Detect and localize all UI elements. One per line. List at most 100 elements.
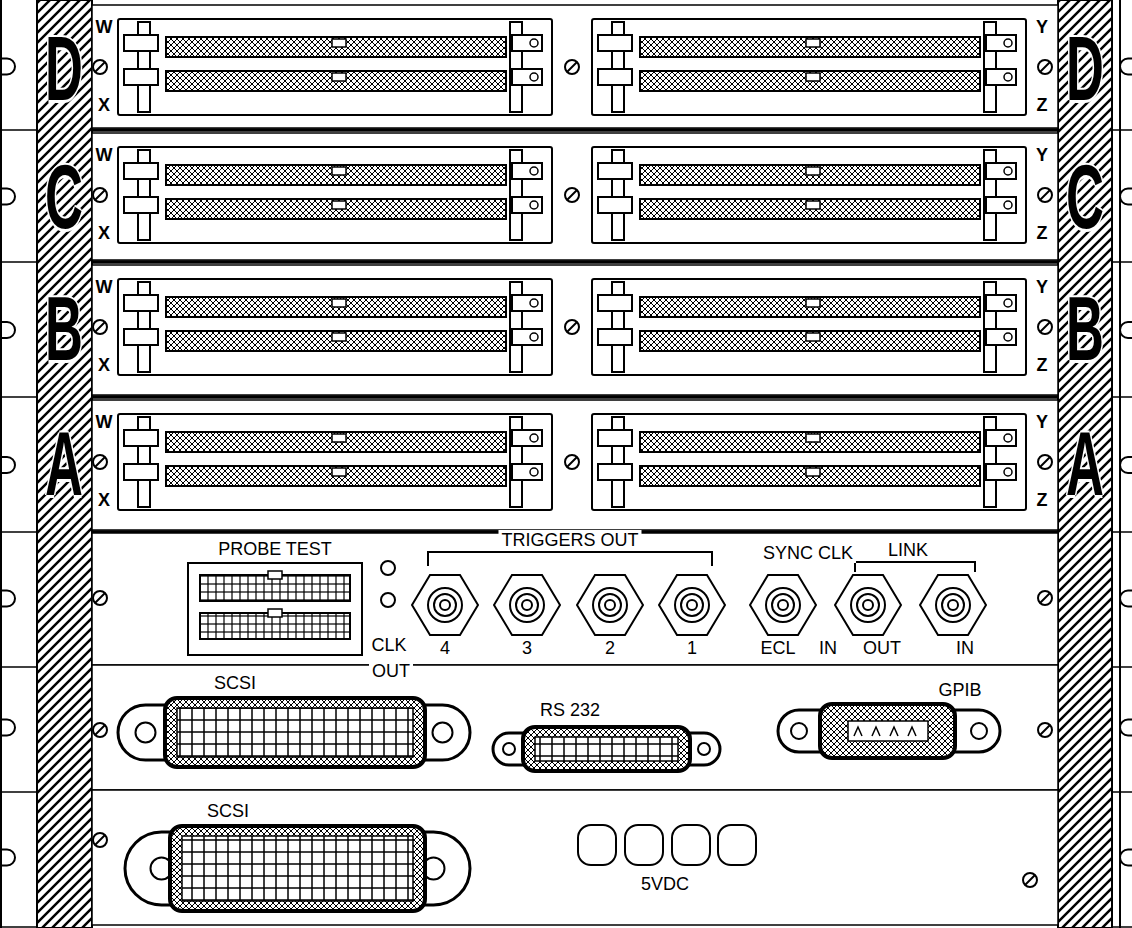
socket-key — [806, 73, 820, 81]
pod-connector-frame — [592, 147, 1026, 243]
bnc-ring — [599, 594, 621, 616]
pod-connector-frame — [592, 279, 1026, 375]
power-led — [672, 825, 710, 865]
pod-label: Y — [1035, 413, 1049, 431]
screw-slot — [95, 62, 105, 72]
bnc-pin — [605, 600, 615, 610]
latch-tab — [986, 430, 1016, 446]
latch-tab — [986, 163, 1016, 179]
probe-socket — [640, 199, 980, 219]
rack-notch — [1, 189, 15, 205]
latch-tab — [598, 329, 632, 345]
screw-slot — [1025, 875, 1035, 885]
panel-screw — [93, 188, 107, 202]
screw-slot — [95, 457, 105, 467]
latch-tab — [986, 464, 1016, 480]
module-letter: C — [45, 152, 83, 243]
rack-notch — [1120, 322, 1132, 338]
latch-pin — [1004, 201, 1012, 209]
latch-tab — [512, 35, 542, 51]
bnc-body — [428, 588, 462, 622]
pod-label: Y — [1035, 146, 1049, 164]
panel-label: IN — [953, 638, 977, 658]
panel-label: IN — [816, 638, 840, 658]
rack-notch — [1120, 189, 1132, 205]
socket-key — [332, 299, 346, 307]
socket-key — [332, 73, 346, 81]
latch-tab — [124, 35, 158, 51]
bnc-pin — [687, 600, 697, 610]
module-letter: C — [1066, 152, 1104, 243]
latch-tab — [124, 464, 158, 480]
latch-pin — [1004, 333, 1012, 341]
rack-notch — [1120, 59, 1132, 75]
probe-socket — [166, 297, 506, 317]
latch-tab — [512, 295, 542, 311]
pod-label: X — [97, 356, 111, 374]
latch-pin — [1004, 167, 1012, 175]
socket-key — [332, 167, 346, 175]
latch-pin — [530, 299, 538, 307]
header-key — [268, 609, 282, 617]
pod-label: Z — [1036, 491, 1049, 509]
rack-notch — [1, 850, 15, 866]
socket-key — [806, 167, 820, 175]
pod-label: W — [95, 413, 114, 431]
bnc-nut — [412, 575, 478, 635]
module-panel — [92, 400, 1058, 530]
rack-notch — [1, 720, 15, 736]
panel-screw — [565, 455, 579, 469]
bnc-pin — [440, 600, 450, 610]
probe-test-frame — [188, 563, 362, 655]
rack-divider — [0, 396, 37, 398]
rack-notch — [1120, 591, 1132, 607]
screw-slot — [567, 62, 577, 72]
connector-pins — [182, 836, 413, 901]
latch-tab — [598, 69, 632, 85]
panel-screw — [93, 320, 107, 334]
bnc-ring — [857, 594, 879, 616]
latch-pin — [530, 167, 538, 175]
module-letter: D — [45, 24, 83, 115]
pod-connector-frame — [118, 414, 552, 510]
rack-divider — [1112, 531, 1132, 533]
bnc-nut — [659, 575, 725, 635]
probe-socket — [640, 432, 980, 452]
gpib-contact — [872, 727, 880, 736]
panel-screw — [93, 60, 107, 74]
right-rail — [1058, 0, 1112, 928]
screw-slot — [567, 457, 577, 467]
latch-tab — [986, 69, 1016, 85]
screw-slot — [95, 835, 105, 845]
rack-divider — [0, 791, 37, 793]
screw-slot — [1040, 190, 1050, 200]
rack-divider — [1112, 791, 1132, 793]
latch-tab — [598, 197, 632, 213]
power-led — [625, 825, 663, 865]
pod-connector-frame — [592, 19, 1026, 115]
probe-socket — [166, 37, 506, 57]
panel-screw — [565, 320, 579, 334]
mounting-hole — [791, 723, 807, 739]
latch-pin — [530, 468, 538, 476]
socket-key — [806, 434, 820, 442]
pod-label: W — [95, 146, 114, 164]
screw-slot — [95, 322, 105, 332]
bnc-body — [675, 588, 709, 622]
latch-tab — [986, 329, 1016, 345]
connector-shell — [170, 826, 425, 911]
pod-label: X — [97, 224, 111, 242]
probe-socket — [166, 432, 506, 452]
latch-tab — [512, 464, 542, 480]
pod-connector-frame — [118, 279, 552, 375]
panel-label: RS 232 — [537, 700, 603, 720]
screw-slot — [95, 593, 105, 603]
left-rail — [37, 0, 92, 928]
latch-tab — [124, 69, 158, 85]
latch-tab — [598, 35, 632, 51]
latch-tab — [512, 163, 542, 179]
panel-label: CLK — [368, 635, 409, 655]
module-panel — [92, 265, 1058, 395]
probe-socket — [640, 165, 980, 185]
probe-socket — [166, 71, 506, 91]
